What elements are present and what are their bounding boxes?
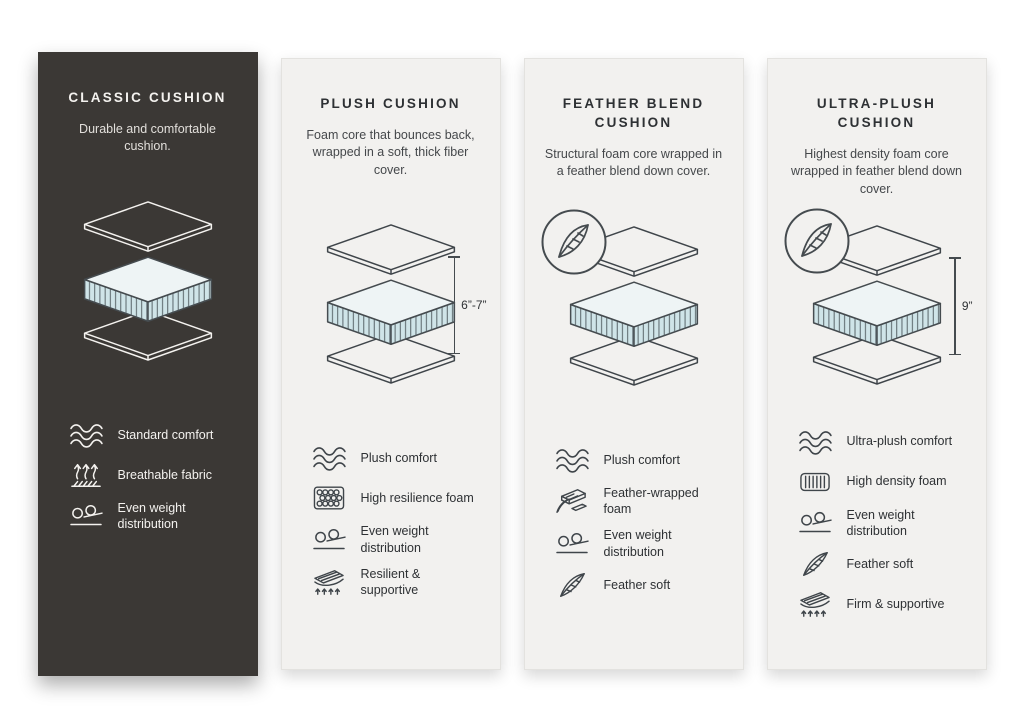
cushion-layers-illustration bbox=[309, 222, 473, 390]
feature-row: Resilient & supportive bbox=[310, 566, 480, 599]
feature-list: Standard comfort Breathable fabric Even … bbox=[59, 420, 237, 543]
even-weight-icon bbox=[553, 529, 591, 559]
spring-support-icon bbox=[310, 567, 348, 597]
feature-label: Even weight distribution bbox=[117, 500, 186, 532]
waves-icon bbox=[310, 443, 348, 473]
feature-row: Firm & supportive bbox=[796, 589, 966, 619]
card-classic-cushion: CLASSIC CUSHION Durable and comfortable … bbox=[37, 52, 258, 676]
feature-list: Plush comfort Feather-wrapped foam Even … bbox=[545, 445, 723, 610]
card-plush-cushion: PLUSH CUSHION Foam core that bounces bac… bbox=[280, 58, 501, 670]
feature-label: Plush comfort bbox=[603, 452, 680, 467]
even-weight-icon bbox=[796, 508, 834, 538]
feature-row: Feather soft bbox=[796, 549, 966, 579]
feature-label: Firm & supportive bbox=[846, 596, 945, 611]
height-label: 9” bbox=[961, 299, 973, 314]
card-title: FEATHER BLEND CUSHION bbox=[562, 96, 705, 130]
measure-line bbox=[449, 256, 459, 355]
card-description: Foam core that bounces back, wrapped in … bbox=[306, 127, 475, 177]
cushion-diagram: 6”-7” bbox=[302, 187, 487, 425]
card-description: Highest density foam core wrapped in fea… bbox=[791, 146, 962, 196]
feature-row: Plush comfort bbox=[553, 445, 723, 475]
card-title: PLUSH CUSHION bbox=[320, 96, 461, 111]
card-description: Structural foam core wrapped in a feathe… bbox=[544, 146, 723, 179]
feather-icon bbox=[553, 570, 591, 600]
feature-row: Breathable fabric bbox=[67, 460, 237, 490]
feature-label: Resilient & supportive bbox=[360, 566, 421, 598]
feature-row: Ultra-plush comfort bbox=[796, 427, 966, 457]
cushion-diagram: 9” bbox=[788, 206, 973, 408]
feature-row: High resilience foam bbox=[310, 483, 480, 513]
feature-label: High resilience foam bbox=[360, 491, 474, 506]
feature-label: Breathable fabric bbox=[117, 467, 213, 482]
feather-badge-icon bbox=[783, 207, 851, 275]
feature-label: Feather-wrapped foam bbox=[603, 485, 699, 517]
feature-row: Even weight distribution bbox=[67, 500, 237, 533]
feather-wrapped-foam-icon bbox=[553, 486, 591, 516]
feather-badge-icon bbox=[540, 208, 608, 276]
feature-row: Even weight distribution bbox=[796, 507, 966, 540]
feature-row: Plush comfort bbox=[310, 443, 480, 473]
foam-cells-icon bbox=[310, 483, 348, 513]
feather-icon bbox=[796, 549, 834, 579]
card-title: CLASSIC CUSHION bbox=[68, 90, 227, 105]
feature-label: Ultra-plush comfort bbox=[846, 434, 953, 449]
feature-list: Plush comfort High resilience foam Even … bbox=[302, 443, 480, 608]
feature-label: Even weight distribution bbox=[846, 507, 915, 538]
feature-row: Feather soft bbox=[553, 570, 723, 600]
feature-label: Even weight distribution bbox=[603, 528, 672, 559]
cushion-diagram bbox=[59, 164, 237, 402]
height-measure: 9” bbox=[950, 257, 973, 356]
feature-row: Feather-wrapped foam bbox=[553, 485, 723, 518]
waves-icon bbox=[67, 420, 105, 450]
feature-label: Feather soft bbox=[846, 556, 914, 571]
feature-label: Feather soft bbox=[603, 577, 671, 592]
even-weight-icon bbox=[310, 525, 348, 555]
feature-row: High density foam bbox=[796, 467, 966, 497]
spring-support-icon bbox=[796, 589, 834, 619]
feature-label: High density foam bbox=[846, 474, 947, 489]
measure-line bbox=[950, 257, 960, 356]
height-label: 6”-7” bbox=[461, 298, 487, 313]
feature-row: Even weight distribution bbox=[553, 527, 723, 560]
feature-label: Standard comfort bbox=[117, 427, 214, 442]
card-title: ULTRA-PLUSH CUSHION bbox=[816, 96, 937, 130]
feature-row: Even weight distribution bbox=[310, 523, 480, 556]
high-density-foam-icon bbox=[796, 467, 834, 497]
feature-label: Plush comfort bbox=[360, 451, 437, 466]
waves-icon bbox=[796, 427, 834, 457]
card-ultra-plush-cushion: ULTRA-PLUSH CUSHION Highest density foam… bbox=[766, 58, 987, 670]
breathable-fabric-icon bbox=[67, 460, 105, 490]
waves-icon bbox=[553, 445, 591, 475]
feature-list: Ultra-plush comfort High density foam Ev… bbox=[788, 427, 966, 630]
height-measure: 6”-7” bbox=[449, 256, 487, 355]
feature-row: Standard comfort bbox=[67, 420, 237, 450]
cushion-diagram bbox=[545, 189, 723, 427]
card-feather-blend-cushion: FEATHER BLEND CUSHION Structural foam co… bbox=[523, 58, 744, 670]
even-weight-icon bbox=[67, 501, 105, 531]
feature-label: Even weight distribution bbox=[360, 524, 429, 555]
cushion-layers-illustration bbox=[66, 199, 230, 367]
card-description: Durable and comfortable cushion. bbox=[79, 121, 216, 154]
